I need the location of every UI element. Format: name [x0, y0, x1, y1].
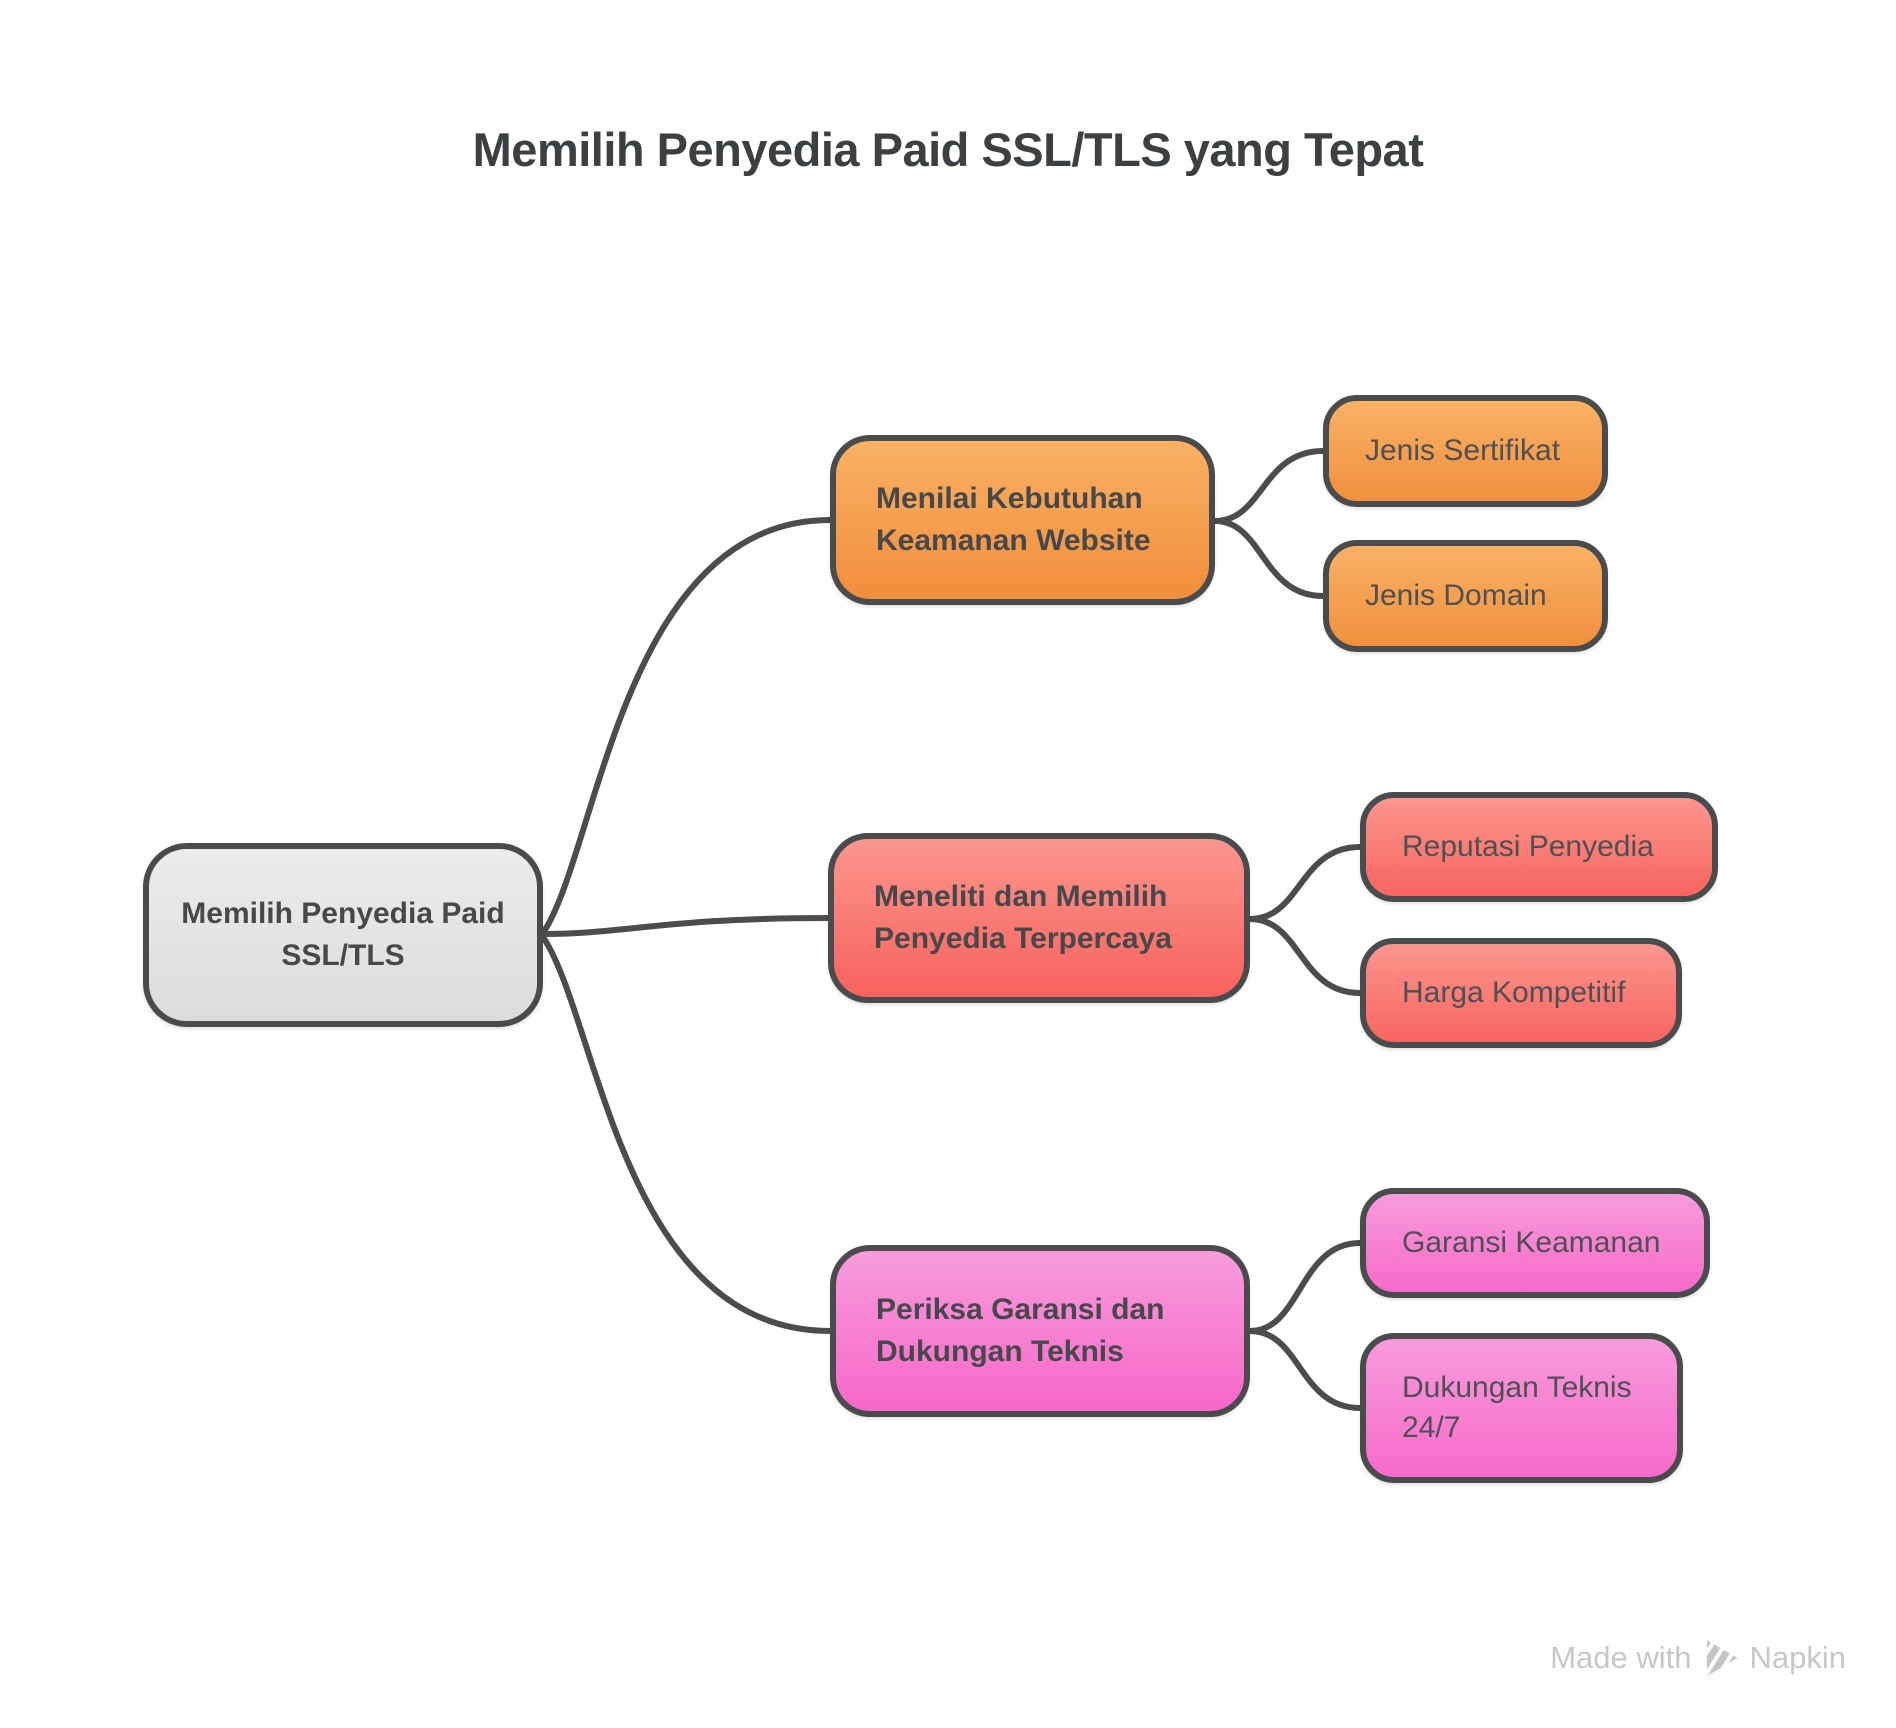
leaf-node-label: Reputasi Penyedia [1402, 829, 1654, 863]
connector-branch3-child2 [1247, 1328, 1363, 1411]
leaf-node-harga-kompetitif: Harga Kompetitif [1360, 938, 1682, 1048]
connector-branch2-child1 [1247, 844, 1363, 922]
leaf-node-reputasi-penyedia: Reputasi Penyedia [1360, 792, 1718, 902]
leaf-node-label: Jenis Sertifikat [1365, 433, 1561, 467]
branch-node-label: Periksa Garansi dan Dukungan Teknis [876, 1293, 1165, 1368]
leaf-node-label: Jenis Domain [1365, 578, 1547, 612]
napkin-logo-icon [1706, 1640, 1738, 1676]
branch-node-periksa-garansi: Periksa Garansi dan Dukungan Teknis [830, 1245, 1250, 1417]
connector-branch2-child2 [1247, 916, 1363, 996]
leaf-node-label: Dukungan Teknis 24/7 [1402, 1370, 1632, 1445]
leaf-node-jenis-sertifikat: Jenis Sertifikat [1323, 395, 1608, 507]
leaf-node-dukungan-teknis: Dukungan Teknis 24/7 [1360, 1333, 1683, 1483]
watermark-brand: Napkin [1749, 1640, 1847, 1675]
root-node-label: Memilih Penyedia Paid SSL/TLS [181, 897, 505, 972]
root-node: Memilih Penyedia Paid SSL/TLS [143, 843, 543, 1027]
branch-node-meneliti-memilih: Meneliti dan Memilih Penyedia Terpercaya [828, 833, 1250, 1003]
branch-node-label: Meneliti dan Memilih Penyedia Terpercaya [874, 880, 1172, 955]
connector-root-branch3 [540, 934, 833, 1334]
connector-branch1-child1 [1212, 448, 1326, 524]
connector-branch3-child1 [1247, 1240, 1363, 1334]
watermark-prefix: Made with [1550, 1640, 1692, 1675]
leaf-node-label: Garansi Keamanan [1402, 1225, 1661, 1259]
connector-branch1-child2 [1212, 518, 1326, 599]
watermark: Made with Napkin [1550, 1640, 1846, 1676]
leaf-node-jenis-domain: Jenis Domain [1323, 540, 1608, 652]
diagram-title: Memilih Penyedia Paid SSL/TLS yang Tepat [472, 123, 1424, 176]
leaf-node-label: Harga Kompetitif [1402, 975, 1626, 1009]
connector-root-branch1 [540, 517, 833, 936]
branch-node-menilai-kebutuhan: Menilai Kebutuhan Keamanan Website [830, 435, 1215, 605]
leaf-node-garansi-keamanan: Garansi Keamanan [1360, 1188, 1710, 1298]
branch-node-label: Menilai Kebutuhan Keamanan Website [876, 482, 1151, 557]
connector-root-branch2 [540, 915, 831, 937]
